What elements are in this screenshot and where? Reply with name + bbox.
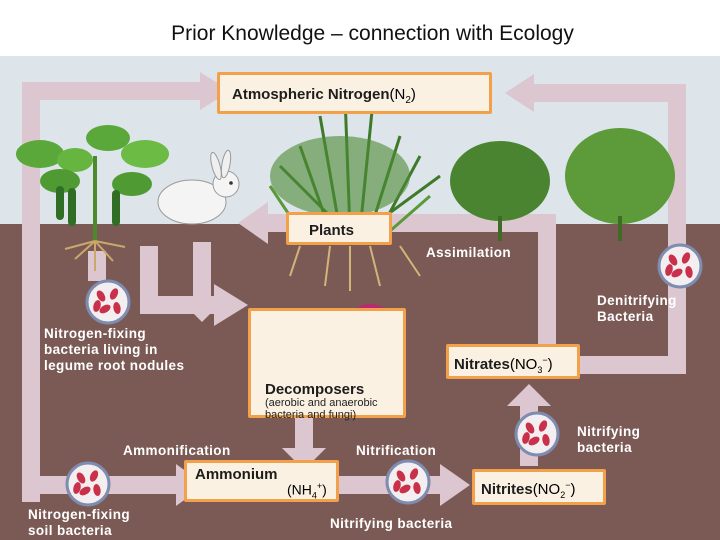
nitrites-formula: (NO: [532, 481, 561, 498]
shrub-icon: [450, 128, 675, 241]
nitrates-sub: 3: [537, 365, 543, 375]
ammonification-label: Ammonification: [123, 443, 231, 458]
atmospheric-nitrogen-formula: (N: [389, 86, 406, 103]
nitrites-box: Nitrites(NO2−): [472, 469, 606, 505]
denitrifying-line-1: Denitrifying: [597, 293, 677, 308]
nitrates-box: Nitrates(NO3−): [446, 344, 580, 379]
nitrites-label: Nitrites: [481, 481, 533, 498]
decomposers-label: Decomposers: [265, 381, 365, 398]
ammonium-formula: (NH: [287, 481, 312, 498]
ammonium-sub: 4: [311, 490, 317, 501]
ammonium-label: Ammonium: [195, 466, 278, 483]
nitrifying-bacteria-label: Nitrifying bacteria: [577, 424, 640, 456]
assimilation-label: Assimilation: [426, 245, 512, 260]
slide-title: Prior Knowledge – connection with Ecolog…: [171, 22, 574, 45]
nitrification-label: Nitrification: [356, 443, 437, 458]
soil-bacteria-line-1: Nitrogen-fixing: [28, 507, 130, 522]
denitrifying-label: Denitrifying Bacteria: [597, 293, 677, 325]
ammonium-close: ): [322, 481, 327, 498]
grass-icon: [268, 95, 441, 291]
nitrates-formula: (NO: [509, 356, 538, 373]
nitrites-sup: −: [565, 480, 571, 490]
decomposers-box: Decomposers (aerobic and anaerobic bacte…: [248, 308, 406, 421]
nitrates-label: Nitrates: [454, 356, 510, 373]
nitrifying-bacteria-line-2: bacteria: [577, 440, 632, 455]
bean-plant-icon: [16, 125, 169, 271]
nitrates-close: ): [547, 356, 553, 373]
atmospheric-nitrogen-sub: 2: [405, 95, 411, 106]
decomposers-note-2: bacteria and fungi): [265, 409, 357, 421]
soil-bacteria-line-2: soil bacteria: [28, 523, 112, 538]
ammonium-sup: +: [316, 481, 323, 491]
nitrates-sup: −: [542, 355, 548, 365]
decomposers-note-1: (aerobic and anaerobic: [265, 397, 378, 409]
atmospheric-nitrogen-label: Atmospheric Nitrogen: [232, 86, 390, 103]
legume-line-2: bacteria living in: [44, 342, 158, 357]
ammonium-box: Ammonium (NH4+): [184, 460, 339, 502]
denitrifying-line-2: Bacteria: [597, 309, 654, 324]
nitrifying-bacteria-line-1: Nitrifying: [577, 424, 641, 439]
nitrifying-bottom-label: Nitrifying bacteria: [330, 516, 453, 531]
legume-line-1: Nitrogen-fixing: [44, 326, 146, 341]
rabbit-icon: [157, 149, 240, 225]
nitrogen-cycle-diagram: Atmospheric Nitrogen(N2) Plants Decompos…: [0, 56, 720, 540]
plants-label: Plants: [309, 222, 355, 239]
nitrites-close: ): [570, 481, 576, 498]
soil-bacteria-label: Nitrogen-fixing soil bacteria: [28, 507, 130, 539]
plants-box: Plants: [286, 212, 392, 245]
legume-bacteria-label: Nitrogen-fixing bacteria living in legum…: [44, 326, 184, 374]
atmospheric-nitrogen-close: ): [410, 86, 416, 103]
legume-line-3: legume root nodules: [44, 358, 185, 373]
nitrites-sub: 2: [560, 490, 566, 500]
atmospheric-nitrogen-box: Atmospheric Nitrogen(N2): [217, 72, 492, 114]
